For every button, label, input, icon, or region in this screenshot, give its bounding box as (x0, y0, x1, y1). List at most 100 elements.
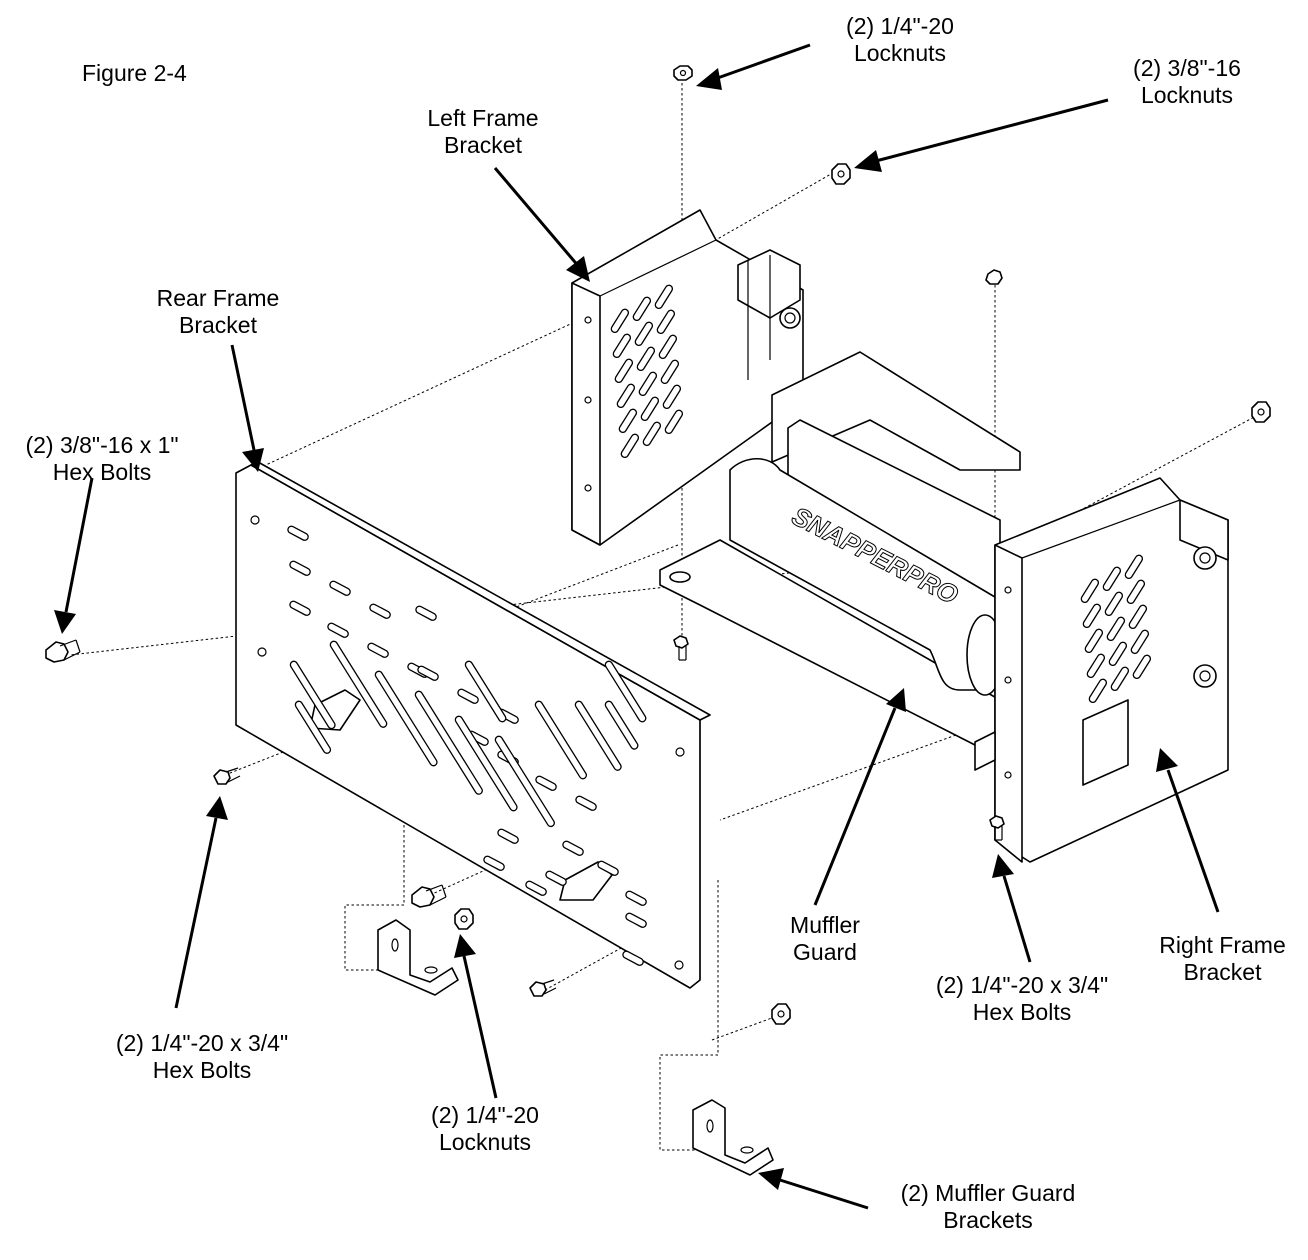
vent-slot (1108, 641, 1128, 667)
hex-bolt-38-left (45, 639, 81, 663)
vent-slot (535, 775, 557, 791)
callout-hex-bolts-14-right-line2: Hex Bolts (972, 999, 1072, 1025)
vent-slot (417, 665, 439, 681)
vent-slot (457, 688, 479, 704)
callout-rear-frame-bracket-line2: Bracket (179, 312, 257, 338)
vent-slot (634, 321, 654, 347)
vent-slot (654, 284, 674, 310)
arrow-locknuts-38 (871, 98, 1109, 164)
vent-slot (1080, 578, 1100, 604)
callout-muffler-guard-brackets-line1: (2) Muffler Guard (900, 1180, 1076, 1206)
callout-locknuts-top-line2: Locknuts (853, 40, 947, 66)
vent-slot (289, 560, 311, 576)
vent-slot (1104, 591, 1124, 617)
vent-slot (616, 383, 636, 409)
vent-slot (597, 860, 619, 876)
arrow-right-frame-bracket (1166, 769, 1220, 913)
callout-hex-bolts-38-line2: Hex Bolts (52, 459, 152, 485)
vent-slot (1126, 579, 1146, 605)
callout-locknuts-38: (2) 3/8"-16 Locknuts (1112, 55, 1262, 109)
arrow-hex-bolts-14-left (174, 817, 218, 1009)
locknut-38-top (831, 163, 851, 185)
vent-slot (367, 642, 389, 658)
vent-slot (636, 346, 656, 372)
callout-right-frame-bracket-line1: Right Frame (1159, 932, 1286, 958)
vent-slot (622, 950, 644, 966)
vent-slot (414, 690, 483, 795)
vent-slot (562, 840, 584, 856)
locknut-bottom-1 (454, 908, 474, 930)
callout-hex-bolts-38: (2) 3/8"-16 x 1" Hex Bolts (2, 432, 202, 486)
fasteners (45, 65, 1271, 1025)
callout-left-frame-bracket: Left Frame Bracket (388, 105, 578, 159)
callout-locknuts-bottom: (2) 1/4"-20 Locknuts (405, 1102, 565, 1156)
vent-slot (289, 660, 336, 730)
callout-hex-bolts-14-right-line1: (2) 1/4"-20 x 3/4" (935, 972, 1109, 998)
muffler-guard-bracket-2 (692, 1099, 774, 1176)
callout-left-frame-bracket-line1: Left Frame (427, 105, 539, 131)
callout-rear-frame-bracket-line1: Rear Frame (156, 285, 280, 311)
hex-bolt-14-vertical-right (989, 815, 1005, 841)
callout-muffler-guard: Muffler Guard (765, 912, 885, 966)
vent-slot (656, 309, 676, 335)
vent-slot (612, 333, 632, 359)
muffler-guard-bracket-1 (377, 919, 459, 996)
vent-slot (1086, 653, 1106, 679)
callout-arrows (54, 43, 1220, 1210)
vent-slot (327, 622, 349, 638)
vent-slot (415, 605, 437, 621)
arrow-locknuts-bottom (462, 955, 498, 1099)
arrow-rear-frame-bracket (230, 344, 256, 451)
locknut-top (673, 65, 693, 81)
vent-slot (1130, 629, 1150, 655)
vent-slot (1132, 654, 1152, 680)
callout-hex-bolts-38-line1: (2) 3/8"-16 x 1" (25, 432, 179, 458)
hex-bolt-38-center (411, 884, 447, 908)
hex-bolt-14-left-2 (529, 979, 557, 997)
callout-locknuts-bottom-line2: Locknuts (438, 1129, 532, 1155)
callout-locknuts-bottom-line1: (2) 1/4"-20 (431, 1102, 539, 1128)
callout-muffler-guard-line2: Guard (793, 939, 857, 965)
vent-slot (625, 890, 647, 906)
hex-bolt-14-vertical-left (673, 635, 689, 661)
vent-slot (574, 700, 622, 771)
vent-slot (497, 828, 519, 844)
callout-right-frame-bracket: Right Frame Bracket (1140, 932, 1305, 986)
vent-slot (329, 640, 388, 728)
locknut-right-side (1251, 401, 1271, 423)
arrow-left-frame-bracket (493, 167, 582, 269)
vent-slot (289, 600, 311, 616)
callout-locknuts-top-line1: (2) 1/4"-20 (846, 13, 954, 39)
locknut-right-top (985, 269, 1003, 285)
arrow-muffler-guard (813, 707, 897, 906)
vent-slot (1110, 666, 1130, 692)
vent-slot (1124, 554, 1144, 580)
vent-slot (604, 660, 647, 723)
callout-muffler-guard-brackets: (2) Muffler Guard Brackets (878, 1180, 1098, 1234)
vent-slot (454, 715, 518, 812)
vent-slot (534, 700, 588, 780)
vent-slot (1106, 616, 1126, 642)
vent-slot (464, 660, 507, 723)
vent-slot (618, 408, 638, 434)
vent-slot (664, 409, 684, 435)
left-frame-bracket (571, 209, 804, 546)
vent-slot (604, 700, 639, 750)
callout-rear-frame-bracket: Rear Frame Bracket (118, 285, 318, 339)
vent-slot (625, 912, 647, 928)
figure-label: Figure 2-4 (82, 60, 187, 86)
callout-locknuts-top: (2) 1/4"-20 Locknuts (825, 13, 975, 67)
right-frame-bracket (974, 477, 1229, 863)
arrow-hex-bolts-38 (64, 477, 94, 613)
vent-slot (1088, 678, 1108, 704)
vent-slot (632, 296, 652, 322)
callout-locknuts-38-line1: (2) 3/8"-16 (1133, 55, 1241, 81)
callout-right-frame-bracket-line2: Bracket (1183, 959, 1262, 985)
callout-left-frame-bracket-line2: Bracket (444, 132, 522, 158)
vent-slot (640, 396, 660, 422)
vent-slot (545, 870, 567, 886)
arrow-muffler-guard-brackets (779, 1178, 869, 1210)
vent-slot (294, 700, 332, 754)
vent-slot (483, 855, 505, 871)
